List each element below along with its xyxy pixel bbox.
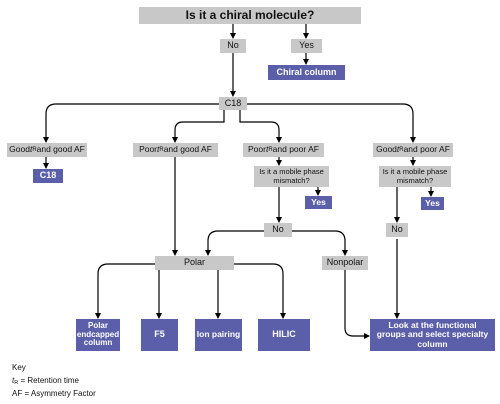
no-top-box: No [220, 39, 246, 53]
key-title: Key [12, 363, 26, 372]
f5-box: F5 [141, 319, 178, 351]
poor-good-t: t [157, 144, 160, 155]
no-box-2: No [386, 223, 408, 237]
good-poor-t: t [396, 144, 400, 155]
good-good-text-a: Good [9, 144, 30, 155]
key-retention-time: tR = Retention time [12, 376, 79, 386]
arrow-nonpolar-to-functional [344, 270, 370, 339]
good-good-sub: R [32, 146, 37, 153]
yes-result-box-1: Yes [305, 196, 332, 209]
arrow-to-good-good [43, 103, 219, 143]
yes-result-box-2: Yes [421, 197, 444, 210]
key-t-def: = Retention time [18, 376, 79, 385]
mobile-phase-mismatch-box-2: Is it a mobile phase mismatch? [379, 166, 451, 187]
poor-poor-text-b: and poor AF [272, 144, 319, 155]
good-good-t: t [29, 144, 33, 155]
ion-pairing-box: Ion pairing [195, 319, 242, 351]
c18-result-box: C18 [33, 169, 63, 183]
key-t-symbol: t [12, 376, 15, 385]
hilic-box: HILIC [258, 319, 310, 351]
poor-good-text-b: and good AF [163, 144, 212, 155]
poor-poor-sub: R [268, 146, 273, 153]
good-poor-sub: R [399, 146, 404, 153]
arrow-to-good-poor [247, 103, 416, 143]
good-good-text-b: and good AF [36, 144, 85, 155]
arrow-to-poor-good [172, 110, 225, 143]
key-asymmetry-factor: AF = Asymmetry Factor [12, 389, 96, 398]
c18-box: C18 [219, 97, 247, 110]
polar-box: Polar [155, 256, 234, 270]
chiral-question-box: Is it a chiral molecule? [139, 7, 361, 24]
arrow-no-to-polar [205, 230, 264, 256]
mobile-phase-mismatch-box-1: Is it a mobile phase mismatch? [254, 166, 329, 187]
poor-poor-t: t [265, 144, 269, 155]
arrow-to-hilic [234, 263, 286, 319]
nonpolar-box: Nonpolar [322, 256, 368, 270]
poor-poor-text-a: Poor [248, 144, 266, 155]
poor-good-text-a: Poor [139, 144, 158, 155]
yes-top-box: Yes [291, 39, 322, 53]
no-box-1: No [264, 223, 292, 237]
poor-good-sub: R [159, 146, 164, 153]
good-poor-text-b: and poor AF [403, 144, 450, 155]
chiral-column-box: Chiral column [268, 65, 345, 80]
arrow-no-to-nonpolar [292, 230, 348, 256]
polar-endcapped-column-box: Polar endcapped column [76, 319, 120, 351]
key-t-sub: R [14, 380, 19, 387]
arrow-to-polar-endcapped [95, 263, 155, 319]
arrow-to-poor-poor [239, 110, 282, 143]
functional-groups-box: Look at the functional groups and select… [370, 319, 495, 351]
good-poor-text-a: Good [376, 144, 397, 155]
